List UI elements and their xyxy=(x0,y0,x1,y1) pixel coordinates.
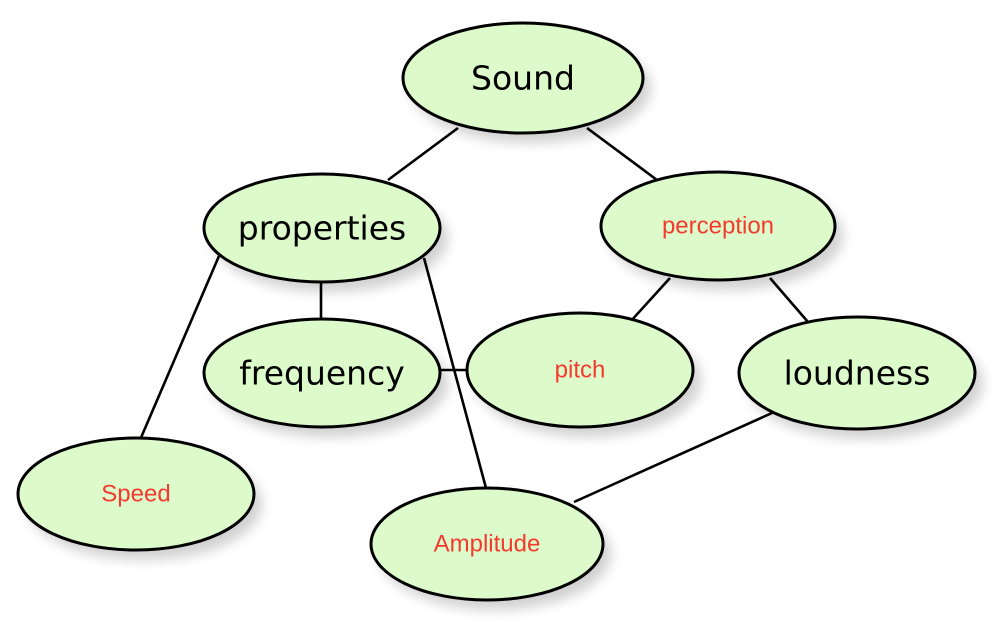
edge-loudness-amplitude xyxy=(573,411,773,504)
node-ellipse xyxy=(401,21,645,135)
node-ellipse xyxy=(369,486,605,602)
node-label: Amplitude xyxy=(434,531,541,558)
node-label: Sound xyxy=(471,59,575,98)
nodes: Sound properties perception frequency pitch l… xyxy=(16,21,983,610)
edge-perception-pitch xyxy=(629,277,671,323)
edge-sound-properties xyxy=(387,126,459,182)
node-label: Speed xyxy=(101,481,170,508)
node-loudness: loudness xyxy=(737,315,983,439)
node-label: pitch xyxy=(555,357,606,384)
node-ellipse xyxy=(599,170,837,282)
node-ellipse xyxy=(16,436,256,552)
edge-perception-loudness xyxy=(769,277,809,323)
node-properties: properties xyxy=(202,172,448,292)
node-sound: Sound xyxy=(401,21,651,143)
node-label: frequency xyxy=(239,354,405,393)
node-ellipse xyxy=(465,311,695,429)
node-ellipse xyxy=(202,172,442,284)
edge-properties-amplitude xyxy=(422,257,488,489)
node-speed: Speed xyxy=(16,436,262,560)
node-ellipse xyxy=(202,317,442,429)
node-amplitude: Amplitude xyxy=(369,486,611,610)
node-label: loudness xyxy=(784,354,931,393)
node-pitch: pitch xyxy=(465,311,701,437)
node-label: properties xyxy=(238,209,406,248)
node-label: perception xyxy=(662,213,774,240)
edge-properties-speed xyxy=(138,255,221,441)
node-perception: perception xyxy=(599,170,843,290)
edge-sound-perception xyxy=(586,126,658,182)
node-frequency: frequency xyxy=(202,317,448,437)
node-ellipse xyxy=(737,315,977,431)
